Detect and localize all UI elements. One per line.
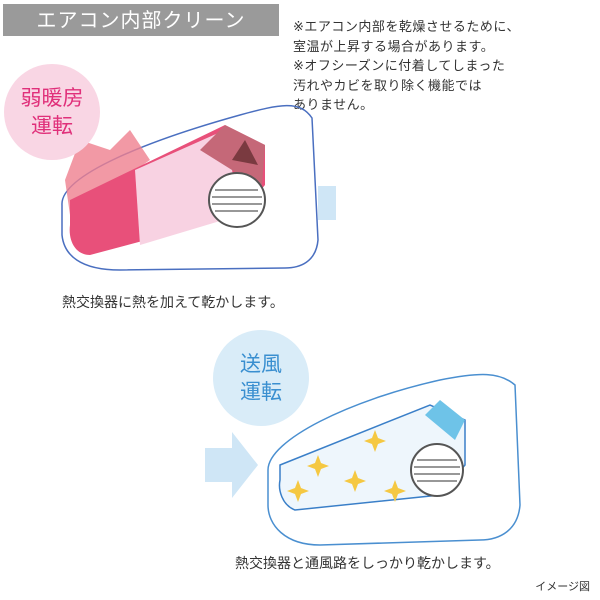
note-line: 汚れやカビを取り除く機能では <box>293 78 483 94</box>
airflow-arrow <box>318 186 336 220</box>
note-line: ありません。 <box>293 98 374 113</box>
fan-icon <box>410 443 464 497</box>
weak-heating-badge: 弱暖房 運転 <box>4 64 100 160</box>
heat-exchanger-top <box>200 125 265 185</box>
note-line: 室温が上昇する場合があります。 <box>293 39 495 55</box>
fan-icon <box>208 172 266 228</box>
notes: ※エアコン内部を乾燥させるために、 室温が上昇する場合があります。 ※オフシーズ… <box>293 18 598 116</box>
badge-line: 送風 <box>240 352 282 376</box>
step1-caption: 熱交換器に熱を加えて乾かします。 <box>62 295 284 311</box>
step2-caption: 熱交換器と通風路をしっかり乾かします。 <box>235 556 500 572</box>
sparkle-icons <box>287 430 406 502</box>
badge-line: 弱暖房 <box>20 86 84 110</box>
note-line: ※エアコン内部を乾燥させるために、 <box>293 20 521 35</box>
aircon-unit-heating <box>61 104 336 271</box>
section-title: エアコン内部クリーン <box>3 4 279 36</box>
image-note: イメージ図 <box>535 580 590 593</box>
airflow-arrow-icon <box>205 432 258 498</box>
badge-line: 運転 <box>240 380 282 404</box>
fan-mode-badge: 送風 運転 <box>213 330 309 426</box>
badge-line: 運転 <box>31 114 73 138</box>
note-line: ※オフシーズンに付着してしまった <box>293 59 506 74</box>
unit-outline <box>267 373 521 546</box>
aircon-unit-fan <box>205 373 521 546</box>
